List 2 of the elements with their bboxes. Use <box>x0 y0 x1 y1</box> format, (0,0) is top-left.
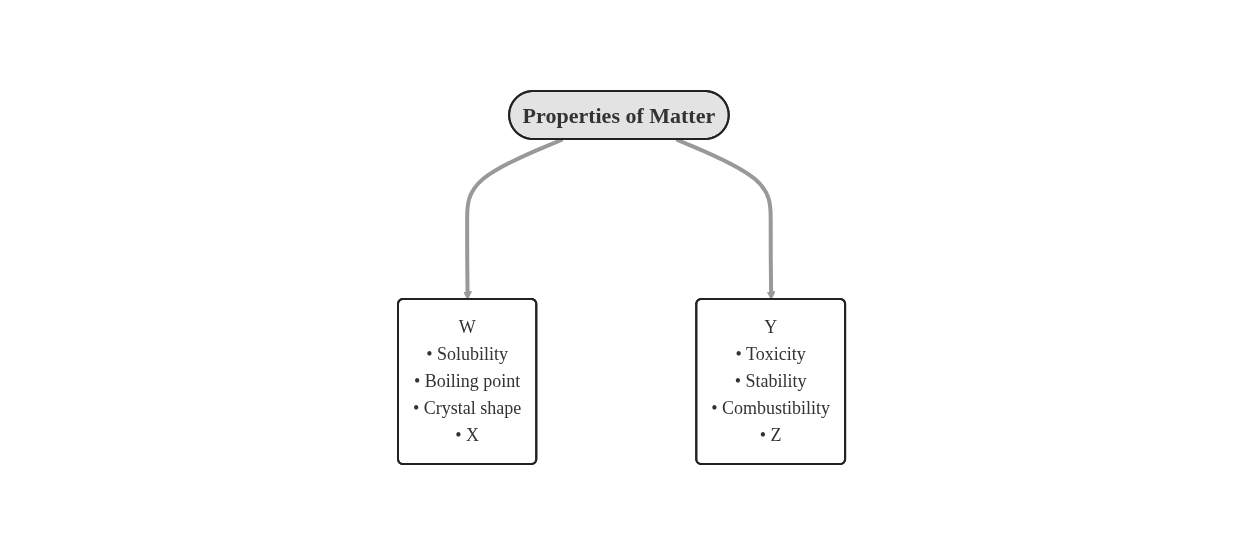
arrow <box>676 137 776 300</box>
arrow <box>463 137 564 300</box>
